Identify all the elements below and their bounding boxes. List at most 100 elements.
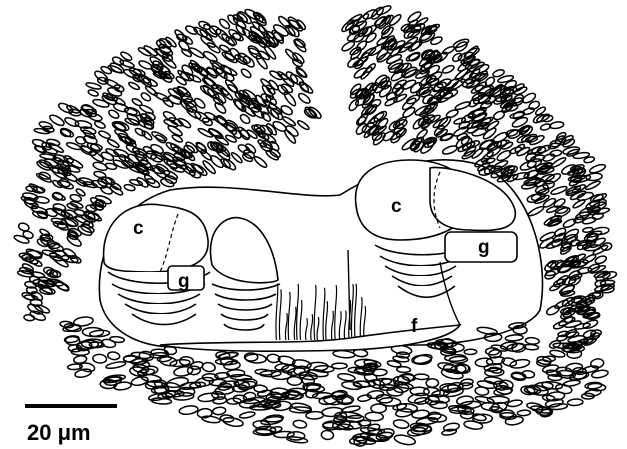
tissue-cell bbox=[225, 35, 238, 46]
filament bbox=[279, 289, 281, 340]
filament bbox=[348, 250, 350, 330]
tissue-cell bbox=[365, 412, 383, 421]
tissue-cell bbox=[525, 337, 539, 345]
filament bbox=[317, 317, 319, 340]
tissue-cell bbox=[141, 130, 153, 142]
tissue-cell bbox=[346, 56, 361, 70]
tissue-cell bbox=[253, 155, 268, 169]
tissue-cell bbox=[154, 91, 170, 102]
tissue-cell bbox=[567, 399, 583, 406]
tissue-cell bbox=[545, 304, 560, 316]
tissue-cell bbox=[563, 379, 580, 387]
tissue-cell bbox=[154, 134, 166, 144]
tissue-cell bbox=[441, 367, 464, 380]
tissue-cell bbox=[92, 354, 106, 364]
tissue-cell bbox=[443, 422, 460, 432]
filament bbox=[297, 284, 299, 340]
tissue-cell bbox=[514, 143, 526, 153]
filament bbox=[331, 311, 333, 340]
tissue-cell bbox=[63, 154, 75, 164]
tissue-cell bbox=[128, 81, 141, 91]
label-g-left: g bbox=[178, 271, 190, 292]
filament bbox=[360, 297, 362, 340]
tissue-cell bbox=[517, 410, 530, 416]
filament bbox=[314, 285, 316, 340]
filament bbox=[364, 306, 366, 340]
filament bbox=[305, 318, 307, 340]
tissue-cell bbox=[94, 120, 106, 129]
label-g-right: g bbox=[478, 237, 490, 258]
gonimoblast-cell-left bbox=[125, 304, 196, 314]
tissue-cell bbox=[456, 395, 474, 406]
tissue-cell bbox=[13, 234, 30, 245]
tissue-cell bbox=[107, 138, 121, 149]
filament bbox=[311, 314, 313, 340]
tissue-cell bbox=[247, 44, 260, 56]
tissue-cell bbox=[64, 116, 80, 128]
filament bbox=[344, 311, 346, 340]
tissue-cell bbox=[441, 64, 455, 75]
tissue-cell bbox=[393, 86, 405, 97]
tissue-cell bbox=[426, 379, 439, 388]
gonimoblast-cell-middle bbox=[224, 324, 264, 330]
label-c-left: c bbox=[133, 218, 144, 239]
tissue-cell bbox=[92, 98, 109, 108]
tissue-cell bbox=[592, 212, 604, 220]
gonimoblast-cell-middle bbox=[218, 304, 272, 310]
gonimoblast-cell-middle bbox=[215, 294, 276, 300]
tissue-cell bbox=[442, 144, 458, 155]
tissue-cell bbox=[184, 24, 198, 35]
tissue-cell bbox=[287, 376, 302, 385]
filament bbox=[351, 284, 353, 340]
tissue-cell bbox=[201, 415, 220, 424]
tissue-cell bbox=[173, 366, 193, 378]
tissue-cell bbox=[393, 419, 410, 430]
filament bbox=[300, 300, 302, 340]
tissue-cell bbox=[550, 149, 562, 156]
tissue-cell bbox=[119, 135, 136, 145]
tissue-cell bbox=[445, 354, 467, 361]
tissue-cell bbox=[549, 121, 564, 129]
tissue-cell bbox=[524, 387, 538, 393]
filament bbox=[339, 311, 341, 340]
label-f: f bbox=[411, 316, 418, 337]
cellular-tissue bbox=[13, 4, 617, 446]
tissue-cell bbox=[397, 367, 411, 373]
carposporangium-left bbox=[104, 204, 209, 272]
gonimoblast-cell-left bbox=[132, 314, 196, 325]
tissue-cell bbox=[109, 184, 124, 196]
tissue-cell bbox=[475, 358, 493, 367]
tissue-cell bbox=[175, 75, 187, 86]
tissue-cell bbox=[319, 395, 338, 405]
tissue-cell bbox=[532, 113, 545, 124]
tissue-cell bbox=[124, 106, 141, 118]
tissue-cell bbox=[110, 336, 125, 343]
gonimoblast-cell-middle bbox=[212, 284, 280, 290]
tissue-cell bbox=[439, 133, 452, 142]
tissue-cell bbox=[430, 35, 443, 45]
tissue-cell bbox=[505, 334, 523, 341]
filament bbox=[326, 301, 328, 340]
tissue-cell bbox=[385, 91, 397, 102]
tissue-cell bbox=[337, 373, 355, 382]
tissue-cell bbox=[177, 117, 192, 129]
tissue-cell bbox=[341, 40, 356, 53]
tissue-cell bbox=[57, 101, 74, 114]
tissue-cell bbox=[254, 385, 268, 393]
tissue-cell bbox=[414, 374, 429, 380]
tissue-cell bbox=[405, 93, 420, 105]
tissue-cell bbox=[527, 205, 544, 217]
gonimoblast-cell-middle bbox=[221, 314, 268, 320]
tissue-cell bbox=[292, 57, 304, 68]
tissue-cell bbox=[240, 68, 252, 80]
tissue-cell bbox=[60, 127, 75, 139]
tissue-cell bbox=[545, 268, 560, 277]
tissue-cell bbox=[92, 161, 108, 172]
tissue-cell bbox=[381, 130, 395, 143]
tissue-cell bbox=[553, 278, 567, 288]
tissue-cell bbox=[269, 69, 284, 81]
tissue-cell bbox=[588, 383, 606, 391]
tissue-cell bbox=[407, 10, 423, 24]
filament bbox=[335, 285, 337, 340]
